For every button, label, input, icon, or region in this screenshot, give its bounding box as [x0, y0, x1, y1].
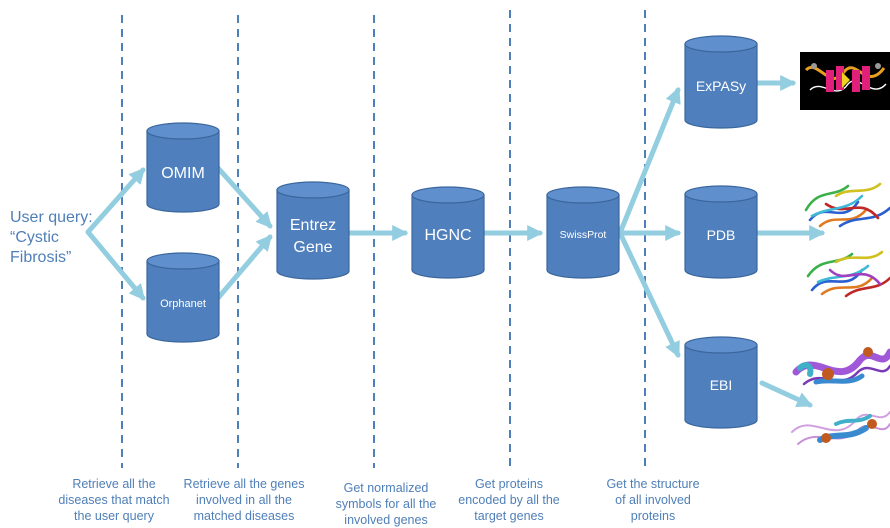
step-caption-line: proteins [631, 509, 675, 523]
flow-arrows [85, 74, 826, 408]
database-cylinder-swissprot: SwissProt [546, 186, 620, 279]
database-cylinder-ebi: EBI [684, 336, 758, 429]
step-caption-line: matched diseases [194, 509, 295, 523]
pdb-label: PDB [707, 227, 736, 243]
omim-label: OMIM [161, 165, 205, 182]
user-query-line3: Fibrosis” [10, 249, 71, 266]
step-caption-2: Retrieve all the genes involved in all t… [184, 477, 305, 523]
step-caption-line: Get proteins [475, 477, 543, 491]
database-cylinder-entrez-gene: Entrez Gene [276, 181, 350, 280]
step-caption-1: Retrieve all the diseases that match the… [58, 477, 169, 523]
step-caption-3: Get normalized symbols for all the invol… [336, 481, 437, 527]
protein-structure-image-ebi-1 [792, 347, 890, 386]
step-caption-line: of all involved [615, 493, 691, 507]
arrow-swissprot-to-ebi [617, 230, 681, 358]
ebi-label: EBI [710, 377, 733, 393]
arrow-ebi-to-structure [759, 380, 813, 408]
swissprot-label: SwissProt [560, 229, 607, 241]
step-caption-line: diseases that match [58, 493, 169, 507]
arrow-query-to-orphanet [85, 229, 146, 301]
entrez-label-line2: Gene [293, 239, 332, 256]
protein-structure-image-pdb-1 [804, 182, 890, 228]
step-caption-line: involved in all the [196, 493, 292, 507]
protein-structure-image-pdb-2 [806, 250, 890, 298]
step-caption-line: involved genes [344, 513, 427, 527]
arrow-omim-to-entrez [215, 165, 273, 229]
user-query-line2: “Cystic [10, 229, 59, 246]
orphanet-label: Orphanet [160, 298, 206, 310]
user-query-line1: User query: [10, 209, 93, 226]
step-caption-line: Get the structure [606, 477, 699, 491]
database-cylinder-hgnc: HGNC [411, 186, 485, 279]
database-cylinder-expasy: ExPASy [684, 35, 758, 129]
step-caption-line: target genes [474, 509, 544, 523]
step-caption-line: encoded by all the [458, 493, 560, 507]
step-caption-line: Retrieve all the genes [184, 477, 305, 491]
arrow-swissprot-to-expasy [617, 87, 681, 236]
database-cylinder-omim: OMIM [146, 122, 220, 213]
entrez-label-line1: Entrez [290, 217, 336, 234]
step-caption-5: Get the structure of all involved protei… [606, 477, 699, 523]
hgnc-label: HGNC [424, 227, 471, 244]
user-query: User query: “Cystic Fibrosis” [10, 209, 93, 266]
arrow-orphanet-to-entrez [215, 234, 273, 301]
step-caption-line: Get normalized [344, 481, 429, 495]
arrow-query-to-omim [85, 167, 146, 235]
step-caption-4: Get proteins encoded by all the target g… [458, 477, 560, 523]
protein-structure-image-expasy [800, 52, 890, 110]
database-cylinder-pdb: PDB [684, 185, 758, 279]
step-caption-line: symbols for all the [336, 497, 437, 511]
expasy-label: ExPASy [696, 78, 746, 94]
step-caption-line: Retrieve all the [72, 477, 155, 491]
protein-structure-image-ebi-2 [791, 411, 890, 445]
step-caption-line: the user query [74, 509, 155, 523]
database-cylinder-orphanet: Orphanet [146, 252, 220, 343]
step-dividers [121, 10, 646, 468]
